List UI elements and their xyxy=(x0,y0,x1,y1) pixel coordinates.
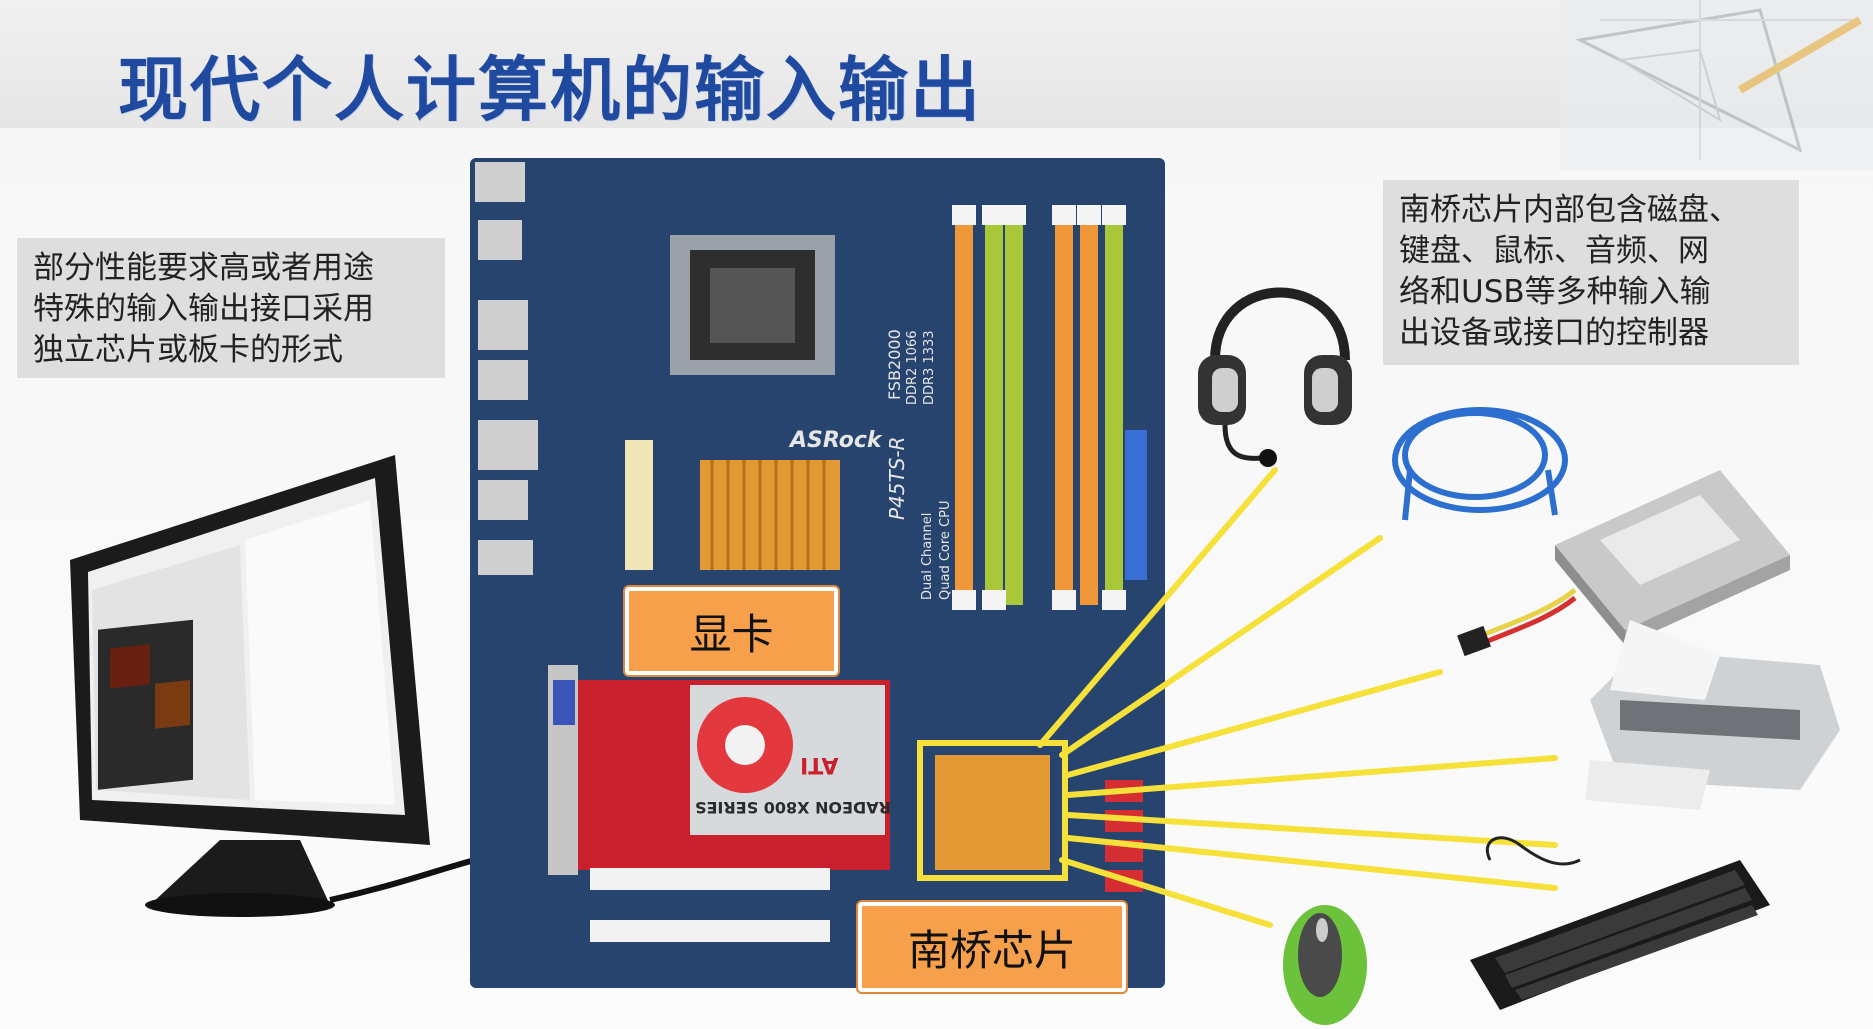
right-callout-line: 络和USB等多种输入输 xyxy=(1399,274,1711,310)
left-callout-line: 独立芯片或板卡的形式 xyxy=(33,332,343,368)
network-cable-icon xyxy=(1392,407,1568,521)
northbridge-heatsink xyxy=(700,460,840,570)
right-callout-line: 南桥芯片内部包含磁盘、 xyxy=(1399,192,1740,228)
keyboard-icon xyxy=(1470,836,1770,1010)
mouse-icon xyxy=(1283,905,1367,1025)
left-callout-line: 特殊的输入输出接口采用 xyxy=(33,291,374,327)
right-callout-line: 键盘、鼠标、音频、网 xyxy=(1399,233,1709,269)
pci-slot-2 xyxy=(590,920,830,942)
left-callout-line: 部分性能要求高或者用途 xyxy=(33,250,374,286)
cpu-socket xyxy=(670,235,835,375)
graphics-card-label: 显卡 xyxy=(625,587,838,675)
ram-slots xyxy=(952,205,1126,610)
ide-connector xyxy=(1125,430,1147,580)
south-bridge-label: 南桥芯片 xyxy=(858,902,1126,992)
south-bridge-chip xyxy=(917,740,1068,881)
drafting-tools-icon xyxy=(1560,0,1873,170)
printer-icon xyxy=(1585,620,1840,810)
io-panel xyxy=(475,162,538,575)
graphics-card xyxy=(548,665,890,875)
right-callout: 南桥芯片内部包含磁盘、 键盘、鼠标、音频、网 络和USB等多种输入输 出设备或接… xyxy=(1383,180,1799,365)
page-title: 现代个人计算机的输入输出 xyxy=(118,49,982,131)
headset-icon xyxy=(1198,287,1352,467)
left-callout: 部分性能要求高或者用途 特殊的输入输出接口采用 独立芯片或板卡的形式 xyxy=(17,238,445,378)
pci-slot-1 xyxy=(590,868,830,890)
atx-power-connector xyxy=(625,440,653,570)
board-brand: ASRock xyxy=(790,428,882,453)
right-callout-line: 出设备或接口的控制器 xyxy=(1399,315,1709,351)
hard-disk-icon xyxy=(1457,470,1790,657)
